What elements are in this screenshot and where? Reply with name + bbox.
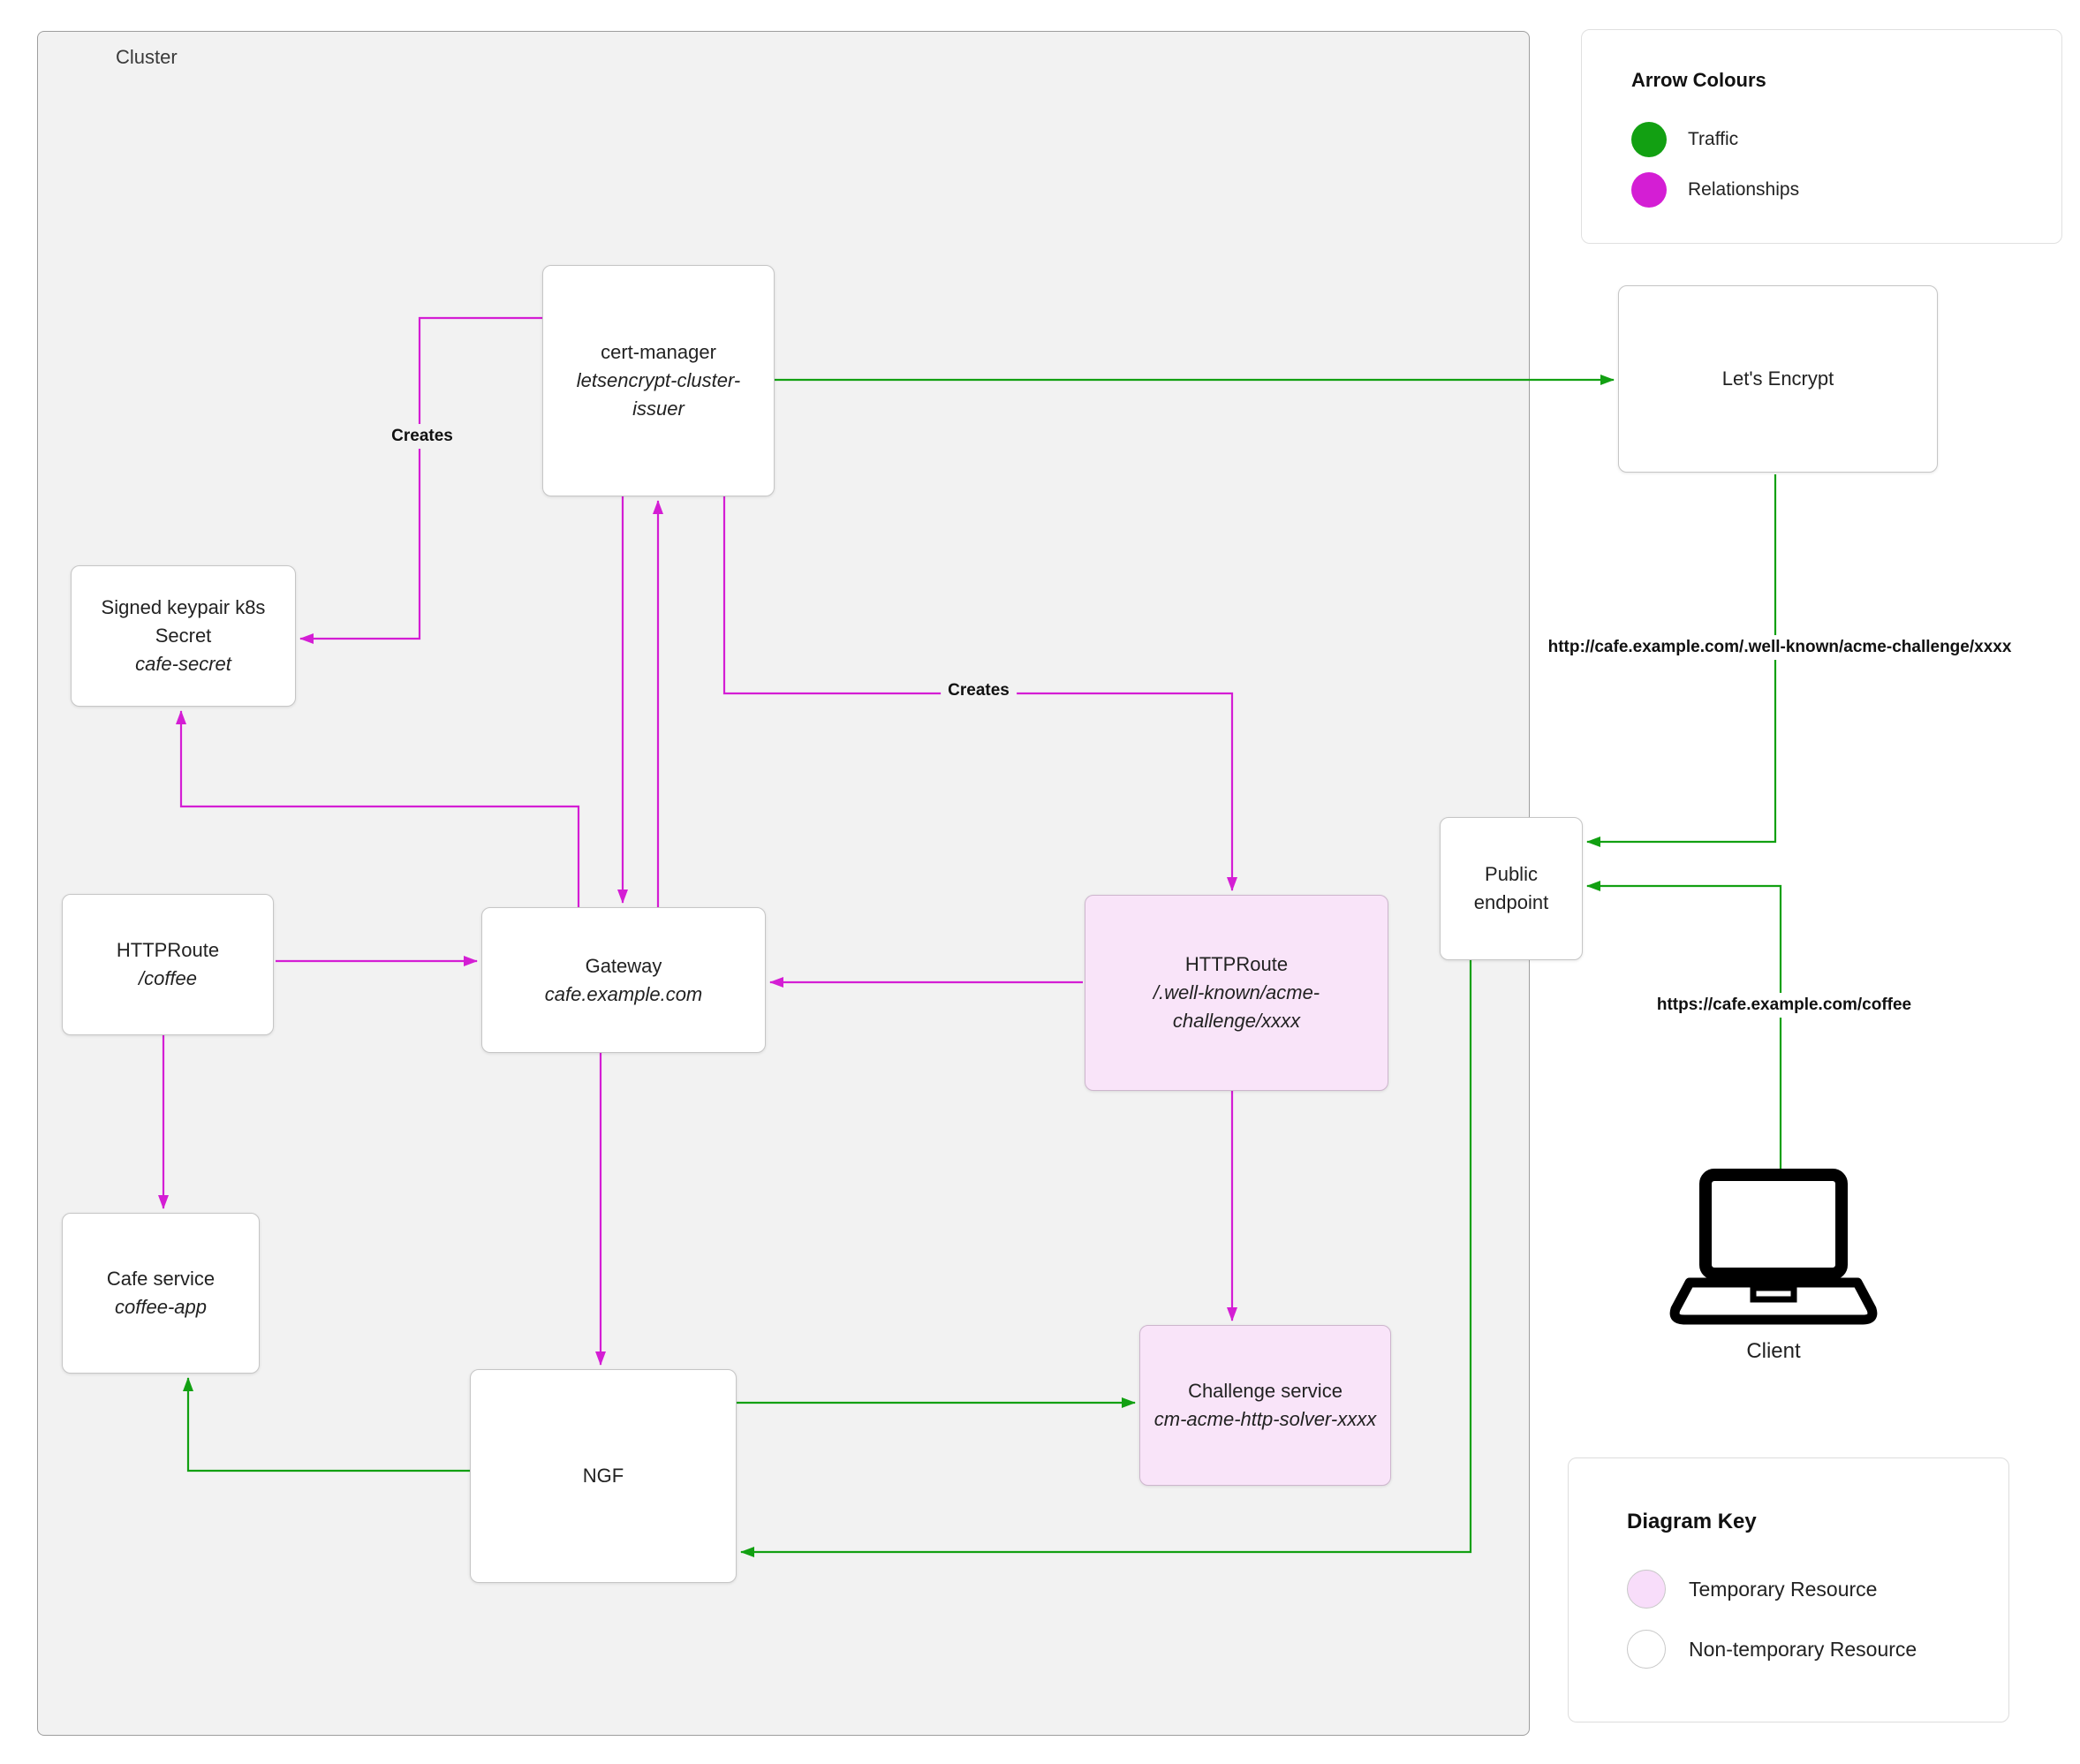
node-title: NGF bbox=[582, 1465, 624, 1488]
temporary-resource-dot bbox=[1627, 1570, 1666, 1609]
client-label: Client bbox=[1746, 1339, 1801, 1363]
node-httproute-acme-challenge: HTTPRoute /.well-known/acme-challenge/xx… bbox=[1085, 895, 1388, 1091]
creates-label-secret: Creates bbox=[384, 424, 460, 449]
node-public-endpoint: Public endpoint bbox=[1440, 817, 1583, 960]
non-temporary-resource-label: Non-temporary Resource bbox=[1689, 1637, 1917, 1661]
node-cert-manager: cert-manager letsencrypt-cluster-issuer bbox=[542, 265, 775, 496]
diagram-key: Diagram Key Temporary Resource Non-tempo… bbox=[1568, 1457, 2009, 1722]
creates-label-httproute: Creates bbox=[941, 678, 1017, 703]
node-title: HTTPRoute bbox=[116, 939, 220, 962]
relationships-label: Relationships bbox=[1688, 179, 1800, 200]
laptop-icon bbox=[1669, 1169, 1878, 1325]
node-title-line1: Signed keypair k8s bbox=[101, 596, 266, 619]
temporary-resource-label: Temporary Resource bbox=[1689, 1577, 1878, 1601]
legend-row-relationships: Relationships bbox=[1631, 172, 2035, 208]
node-cafe-service: Cafe service coffee-app bbox=[62, 1213, 260, 1374]
relationships-color-dot bbox=[1631, 172, 1667, 208]
node-subtitle: cafe.example.com bbox=[544, 982, 703, 1005]
node-signed-keypair-secret: Signed keypair k8s Secret cafe-secret bbox=[71, 565, 296, 707]
node-title: Public endpoint bbox=[1473, 863, 1549, 913]
node-subtitle: /.well-known/acme-challenge/xxxx bbox=[1153, 981, 1320, 1032]
node-ngf: NGF bbox=[470, 1369, 737, 1583]
node-gateway: Gateway cafe.example.com bbox=[481, 907, 766, 1053]
cluster-label: Cluster bbox=[116, 46, 178, 68]
node-title: cert-manager bbox=[601, 341, 716, 364]
node-subtitle: coffee-app bbox=[115, 1296, 207, 1318]
node-httproute-coffee: HTTPRoute /coffee bbox=[62, 894, 274, 1035]
node-subtitle: cm-acme-http-solver-xxxx bbox=[1153, 1408, 1377, 1430]
legend-row-traffic: Traffic bbox=[1631, 122, 2035, 157]
node-subtitle: cafe-secret bbox=[135, 652, 231, 675]
node-lets-encrypt: Let's Encrypt bbox=[1618, 285, 1938, 473]
key-row-temporary: Temporary Resource bbox=[1627, 1570, 1982, 1609]
key-row-non-temporary: Non-temporary Resource bbox=[1627, 1630, 1982, 1669]
diagram-key-title: Diagram Key bbox=[1627, 1510, 1757, 1533]
arrow-colours-legend: Arrow Colours Traffic Relationships bbox=[1581, 29, 2062, 244]
node-title: HTTPRoute bbox=[1184, 953, 1289, 976]
coffee-url-label: https://cafe.example.com/coffee bbox=[1649, 993, 1919, 1018]
edge-client-to-public-endpoint bbox=[1586, 881, 1782, 1173]
node-title: Gateway bbox=[585, 954, 662, 977]
node-subtitle: letsencrypt-cluster-issuer bbox=[576, 369, 741, 420]
node-title: Let's Encrypt bbox=[1721, 367, 1834, 390]
node-subtitle: /coffee bbox=[138, 967, 198, 989]
traffic-label: Traffic bbox=[1688, 129, 1739, 149]
node-title: Challenge service bbox=[1188, 1380, 1343, 1403]
node-title-line2: Secret bbox=[155, 625, 212, 647]
node-challenge-service: Challenge service cm-acme-http-solver-xx… bbox=[1139, 1325, 1391, 1486]
arrow-colours-title: Arrow Colours bbox=[1631, 69, 1766, 91]
non-temporary-resource-dot bbox=[1627, 1630, 1666, 1669]
node-title: Cafe service bbox=[106, 1268, 216, 1291]
acme-challenge-url-label: http://cafe.example.com/.well-known/acme… bbox=[1540, 635, 2019, 660]
traffic-color-dot bbox=[1631, 122, 1667, 157]
client-node: Client bbox=[1663, 1168, 1884, 1364]
